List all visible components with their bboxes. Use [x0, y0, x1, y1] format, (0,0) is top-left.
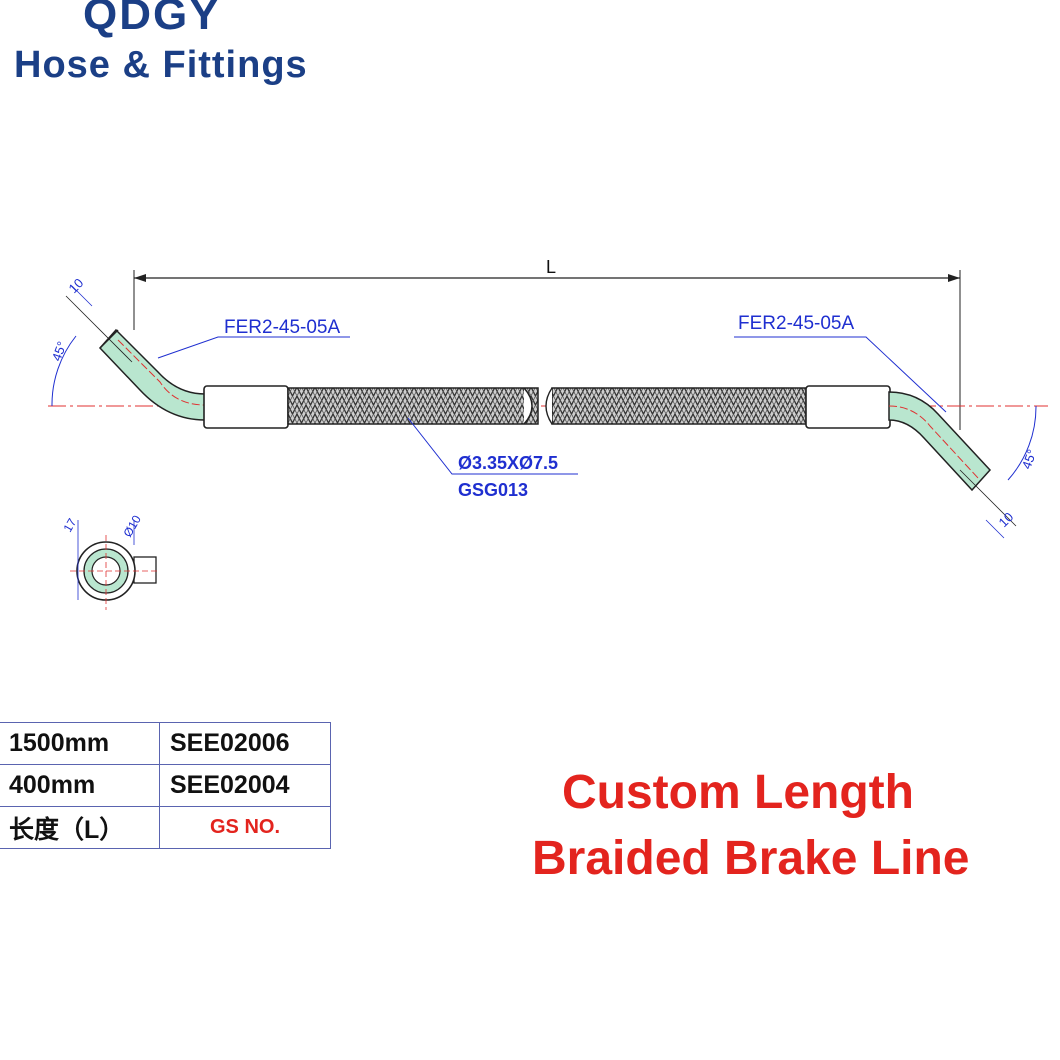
row-length: 400mm — [0, 764, 160, 807]
braided-hose-left — [287, 387, 539, 425]
row-length: 1500mm — [0, 722, 160, 765]
right-fitting — [805, 385, 992, 492]
table-row: 1500mm SEE02006 — [0, 722, 331, 765]
spec-table: 1500mm SEE02006 400mm SEE02004 长度（L） GS … — [0, 722, 331, 849]
brand-title: QDGY — [83, 0, 221, 39]
left-ferrule — [203, 385, 289, 429]
length-dimension: L — [133, 257, 961, 430]
right-angle-label: 45° — [1019, 447, 1040, 471]
right-ferrule — [805, 385, 891, 429]
left-fitting-label: FER2-45-05A — [224, 317, 340, 338]
section-dim-b: Ø10 — [120, 513, 144, 540]
brand-subtitle: Hose & Fittings — [14, 44, 308, 86]
header-code: GS NO. — [159, 806, 331, 849]
braided-hose-right — [551, 387, 807, 425]
row-code: SEE02004 — [159, 764, 331, 807]
tagline-line2: Braided Brake Line — [532, 832, 970, 885]
right-fitting-leader — [734, 336, 947, 413]
row-code: SEE02006 — [159, 722, 331, 765]
right-dim-label: 10 — [996, 509, 1017, 530]
left-dim-label: 10 — [66, 275, 87, 296]
hose-spec-leader — [407, 417, 578, 475]
tagline-line1: Custom Length — [562, 766, 914, 819]
hose-code-label: GSG013 — [458, 480, 528, 500]
fitting-cross-section: 17 Ø10 — [60, 513, 160, 610]
header-length: 长度（L） — [0, 806, 160, 849]
hose-size-label: Ø3.35XØ7.5 — [458, 453, 558, 473]
left-angle-label: 45° — [49, 339, 70, 363]
left-fitting — [98, 328, 289, 429]
right-fitting-label: FER2-45-05A — [738, 313, 854, 334]
section-dim-a: 17 — [60, 516, 79, 535]
table-row: 400mm SEE02004 — [0, 764, 331, 807]
tagline: Custom Length Braided Brake Line — [532, 760, 1052, 892]
length-label: L — [546, 257, 556, 277]
left-fitting-leader — [157, 336, 350, 359]
table-header-row: 长度（L） GS NO. — [0, 806, 331, 849]
left-angle-annotation: 45° 10 — [49, 275, 133, 407]
